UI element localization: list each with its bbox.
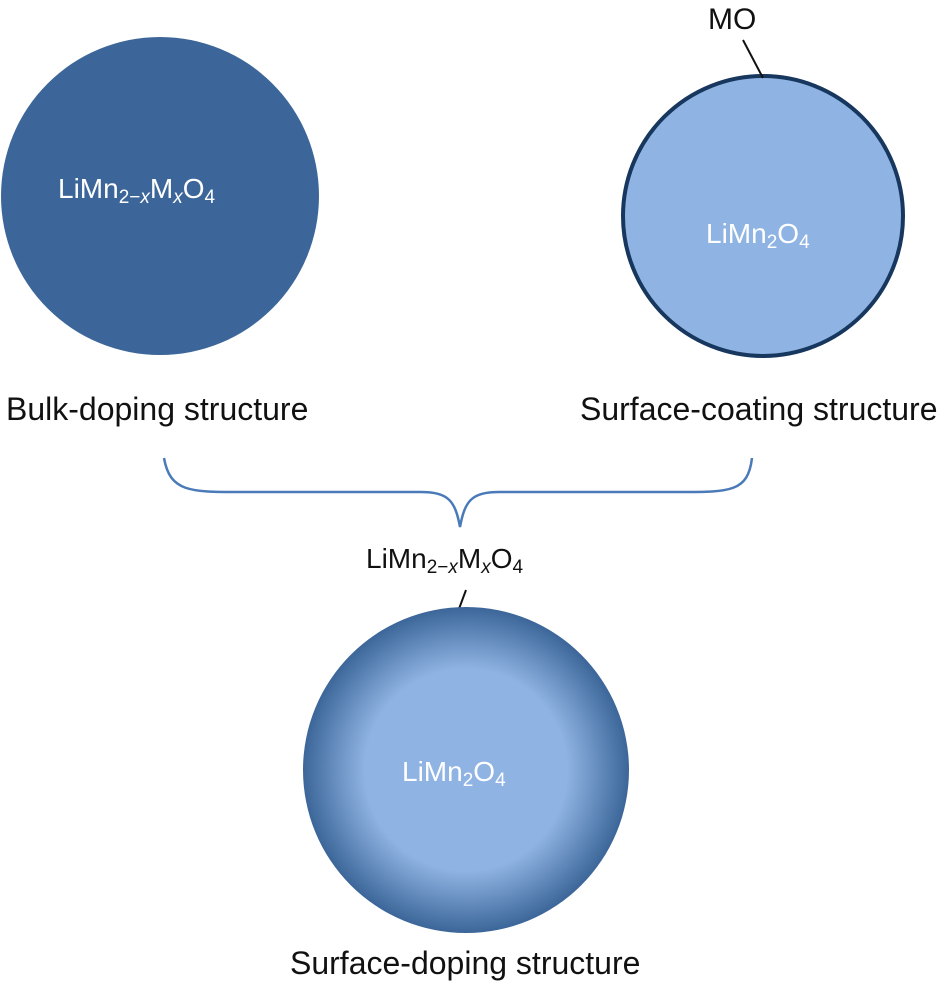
formula-base: LiMn [58,173,119,204]
bulk-formula: LiMn2−xMxO4 [58,173,215,207]
formula-subscript: 4 [495,769,506,791]
formula-oxygen: O [777,218,800,249]
formula-subscript: 2 [462,769,474,791]
surface-coating-caption: Surface-coating structure [580,391,938,427]
formula-base: LiMn [706,218,767,249]
formula-dopant: M [149,173,174,204]
formula-subscript: 4 [204,186,216,208]
formula-dopant: M [457,543,482,574]
mo-leader-line [742,39,764,79]
formula-subscript: 2− [426,556,449,578]
surface-doping-particle [303,607,629,933]
bulk-doping-caption: Bulk-doping structure [6,391,309,427]
formula-subscript: 4 [512,556,524,578]
surface-doping-core-formula: LiMn2O4 [402,756,506,790]
formula-subscript-variable: x [481,556,491,578]
mo-label: MO [708,3,757,36]
formula-subscript-variable: x [448,556,458,578]
formula-oxygen: O [182,173,205,204]
bulk-doping-particle [1,37,319,355]
surface-doping-shell-formula: LiMn2−xMxO4 [366,543,523,577]
formula-subscript: 2 [766,231,778,253]
surface-coating-particle [621,74,905,358]
coating-core-formula: LiMn2O4 [706,218,810,252]
formula-subscript: 2− [118,186,141,208]
formula-subscript-variable: x [173,186,183,208]
formula-oxygen: O [490,543,513,574]
formula-subscript: 4 [799,231,810,253]
formula-oxygen: O [473,756,496,787]
brace [162,457,754,528]
formula-base: LiMn [366,543,427,574]
formula-subscript-variable: x [140,186,150,208]
surface-doping-caption: Surface-doping structure [290,945,641,981]
formula-base: LiMn [402,756,463,787]
